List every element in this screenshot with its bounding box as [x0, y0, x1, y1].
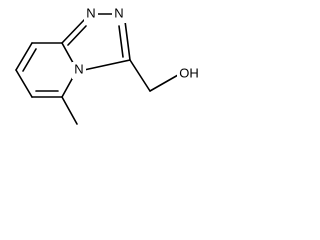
atom-label-oh: OH: [179, 65, 199, 80]
bond-n2-c3: [124, 20, 131, 61]
bond-n2-c3-inner: [118, 25, 124, 58]
n1-label-background: [84, 6, 98, 23]
chemical-structure-diagram: N N N OH: [15, 5, 202, 125]
atom-label-n4: N: [74, 61, 83, 76]
bond-ch2-o: [149, 74, 179, 92]
substituents: [61, 59, 179, 125]
n4-label-background: [72, 62, 86, 79]
pyridine-ring: [15, 42, 78, 98]
structure-canvas: N N N OH: [0, 0, 209, 146]
bond-c7-c6: [15, 69, 33, 98]
bond-c3-n4: [83, 59, 131, 71]
bond-c8a-n1-inner: [67, 25, 87, 46]
oh-label-background: [177, 66, 202, 83]
bond-c8a-n1: [61, 18, 86, 44]
triazole-ring: [61, 13, 131, 71]
atom-label-n2: N: [114, 5, 123, 20]
bond-c5-methyl: [61, 96, 78, 125]
n2-label-background: [112, 6, 126, 23]
bond-c3-ch2: [129, 59, 151, 92]
bond-c8-c7: [15, 42, 33, 71]
bond-c8-c7-inner: [22, 48, 37, 72]
atom-labels: N N N OH: [72, 5, 202, 83]
atom-label-n1: N: [86, 5, 95, 20]
